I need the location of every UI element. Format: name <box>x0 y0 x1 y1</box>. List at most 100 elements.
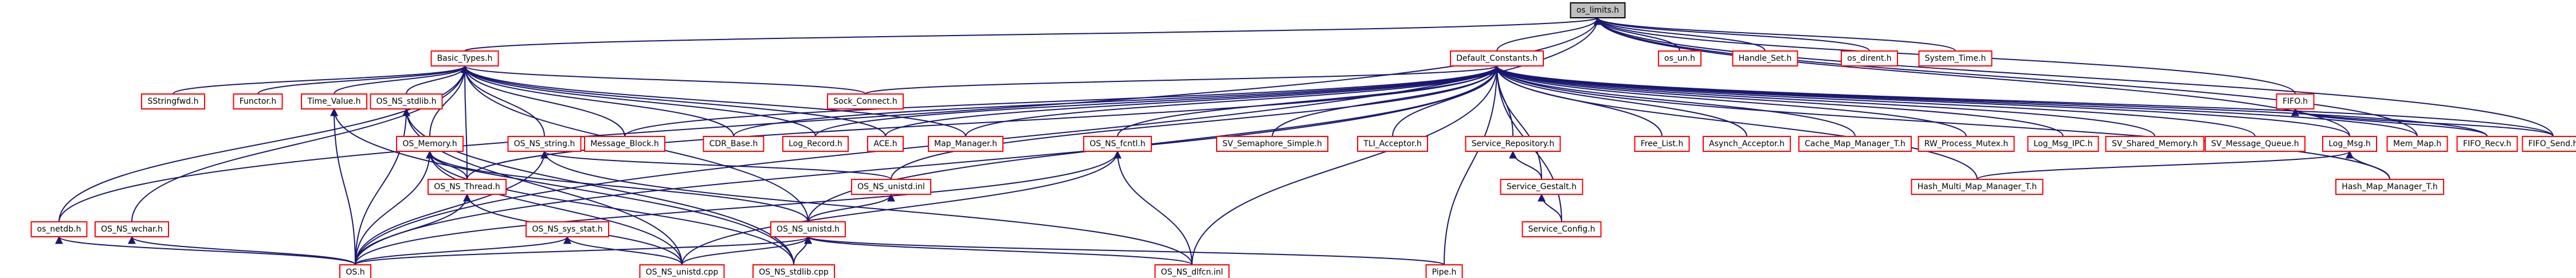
node-os-ns-string[interactable]: OS_NS_string.h <box>507 136 582 152</box>
edge-os-memory-to-basic-types <box>429 65 469 137</box>
node-handle-set[interactable]: Handle_Set.h <box>1732 50 1798 66</box>
edge-system-time-to-os-limits <box>1594 17 1956 52</box>
node-label: Sock_Connect.h <box>833 97 897 106</box>
node-label: OS_NS_string.h <box>514 139 575 148</box>
node-service-gestalt[interactable]: Service_Gestalt.h <box>1500 179 1583 195</box>
node-map-manager[interactable]: Map_Manager.h <box>928 136 1003 152</box>
node-label: Map_Manager.h <box>934 139 997 148</box>
node-os-ns-sys-stat[interactable]: OS_NS_sys_stat.h <box>526 221 609 237</box>
node-os-ns-unistd[interactable]: OS_NS_unistd.h <box>770 221 846 237</box>
node-label: CDR_Base.h <box>709 139 758 148</box>
node-os-ns-unistd-cpp[interactable]: OS_NS_unistd.cpp <box>639 264 725 278</box>
node-sstringfwd[interactable]: SStringfwd.h <box>141 93 205 109</box>
edge-os-ns-unistd-to-os-memory <box>426 150 809 222</box>
node-box <box>430 50 499 66</box>
node-label: ACE.h <box>873 139 897 148</box>
node-label: Hash_Multi_Map_Manager_T.h <box>1918 182 2037 191</box>
edge-ace-to-basic-types <box>461 65 886 137</box>
node-default-constants[interactable]: Default_Constants.h <box>1450 50 1544 66</box>
node-fifo-send[interactable]: FIFO_Send.h <box>2522 136 2576 152</box>
node-log-msg-ipc[interactable]: Log_Msg_IPC.h <box>2027 136 2099 152</box>
edge-os-to-os-netdb <box>55 236 356 265</box>
node-os-dirent[interactable]: os_dirent.h <box>1841 50 1898 66</box>
node-os-netdb[interactable]: os_netdb.h <box>30 221 88 237</box>
node-free-list[interactable]: Free_List.h <box>1634 136 1690 152</box>
edge-cdr-base-to-basic-types <box>461 65 734 137</box>
node-os-ns-thread[interactable]: OS_NS_Thread.h <box>428 179 507 195</box>
edge-os-to-os-memory <box>355 150 434 265</box>
edge-os-ns-unistd-inl-to-os-ns-string <box>540 150 892 180</box>
node-log-record[interactable]: Log_Record.h <box>782 136 849 152</box>
edge-os-to-os-ns-stdlib <box>355 108 410 265</box>
node-cdr-base[interactable]: CDR_Base.h <box>703 136 764 152</box>
node-box <box>2386 136 2448 152</box>
node-sv-message-queue[interactable]: SV_Message_Queue.h <box>2205 136 2306 152</box>
node-os-ns-fcntl[interactable]: OS_NS_fcntl.h <box>1083 136 1152 152</box>
node-label: OS_NS_Thread.h <box>434 182 500 191</box>
node-label: Functor.h <box>240 97 277 106</box>
edge-fifo-send-to-fifo <box>2291 108 2554 137</box>
node-os-limits[interactable]: os_limits.h <box>1570 2 1626 18</box>
node-box <box>95 221 169 237</box>
edge-cache-map-manager-t-to-default-constants <box>1493 65 1856 137</box>
node-box <box>851 179 931 195</box>
node-service-config[interactable]: Service_Config.h <box>1522 221 1602 237</box>
node-fifo[interactable]: FIFO.h <box>2276 93 2315 109</box>
node-sv-semaphore-simple[interactable]: SV_Semaphore_Simple.h <box>1216 136 1328 152</box>
node-os[interactable]: OS.h <box>339 264 371 278</box>
node-rw-process-mutex[interactable]: RW_Process_Mutex.h <box>1918 136 2015 152</box>
node-box <box>2105 136 2205 152</box>
edge-pipe-to-default-constants <box>1444 65 1501 265</box>
node-box <box>141 93 205 109</box>
edge-handle-set-to-os-limits <box>1594 17 1766 52</box>
node-log-msg[interactable]: Log_Msg.h <box>2322 136 2377 152</box>
edge-os-ns-thread-to-default-constants <box>466 65 1501 180</box>
node-tli-acceptor[interactable]: TLI_Acceptor.h <box>1357 136 1428 152</box>
node-box <box>1450 50 1544 66</box>
node-pipe[interactable]: Pipe.h <box>1425 264 1463 278</box>
node-functor[interactable]: Functor.h <box>233 93 283 109</box>
node-ace[interactable]: ACE.h <box>867 136 904 152</box>
node-cache-map-manager-t[interactable]: Cache_Map_Manager_T.h <box>1798 136 1912 152</box>
node-fifo-recv[interactable]: FIFO_Recv.h <box>2456 136 2518 152</box>
node-message-block[interactable]: Message_Block.h <box>584 136 665 152</box>
node-service-repository[interactable]: Service_Repository.h <box>1465 136 1561 152</box>
edge-os-to-time-value <box>330 108 356 265</box>
node-label: os_limits.h <box>1577 6 1619 15</box>
node-label: os_netdb.h <box>37 225 81 234</box>
node-os-ns-wchar[interactable]: OS_NS_wchar.h <box>95 221 169 237</box>
node-sv-shared-memory[interactable]: SV_Shared_Memory.h <box>2105 136 2205 152</box>
node-label: Basic_Types.h <box>437 54 493 63</box>
node-box <box>1570 2 1626 18</box>
node-label: OS_NS_dlfcn.inl <box>1161 268 1224 277</box>
edge-os-ns-unistd-to-default-constants <box>807 65 1501 222</box>
node-asynch-acceptor[interactable]: Asynch_Acceptor.h <box>1703 136 1791 152</box>
node-time-value[interactable]: Time_Value.h <box>301 93 367 109</box>
node-basic-types[interactable]: Basic_Types.h <box>430 50 499 66</box>
node-hash-multi-map-manager-t[interactable]: Hash_Multi_Map_Manager_T.h <box>1911 179 2044 195</box>
node-box <box>1216 136 1328 152</box>
node-hash-map-manager-t[interactable]: Hash_Map_Manager_T.h <box>2335 179 2444 195</box>
node-label: OS_NS_stdlib.h <box>377 97 437 106</box>
node-os-ns-stdlib[interactable]: OS_NS_stdlib.h <box>370 93 443 109</box>
edge-os-to-os-ns-unistd <box>355 236 812 265</box>
node-label: OS_NS_wchar.h <box>101 225 163 234</box>
edge-os-ns-dlfcn-inl-to-os-ns-string <box>540 150 1193 265</box>
edge-os-to-os-ns-sys-stat <box>355 236 571 265</box>
node-label: OS.h <box>346 268 364 277</box>
edge-service-gestalt-to-default-constants <box>1493 65 1542 180</box>
node-os-ns-stdlib-cpp[interactable]: OS_NS_stdlib.cpp <box>752 264 835 278</box>
node-system-time[interactable]: System_Time.h <box>1918 50 1993 66</box>
node-os-ns-unistd-inl[interactable]: OS_NS_unistd.inl <box>851 179 931 195</box>
node-mem-map[interactable]: Mem_Map.h <box>2386 136 2448 152</box>
node-sock-connect[interactable]: Sock_Connect.h <box>827 93 904 109</box>
node-label: OS_Memory.h <box>402 139 457 148</box>
node-os-un[interactable]: os_un.h <box>1658 50 1701 66</box>
edge-asynch-acceptor-to-default-constants <box>1493 65 1747 137</box>
node-os-memory[interactable]: OS_Memory.h <box>396 136 464 152</box>
node-os-ns-dlfcn-inl[interactable]: OS_NS_dlfcn.inl <box>1154 264 1230 278</box>
node-box <box>2456 136 2518 152</box>
edge-sstringfwd-to-basic-types <box>172 65 469 95</box>
node-label: OS_NS_unistd.h <box>777 225 840 234</box>
